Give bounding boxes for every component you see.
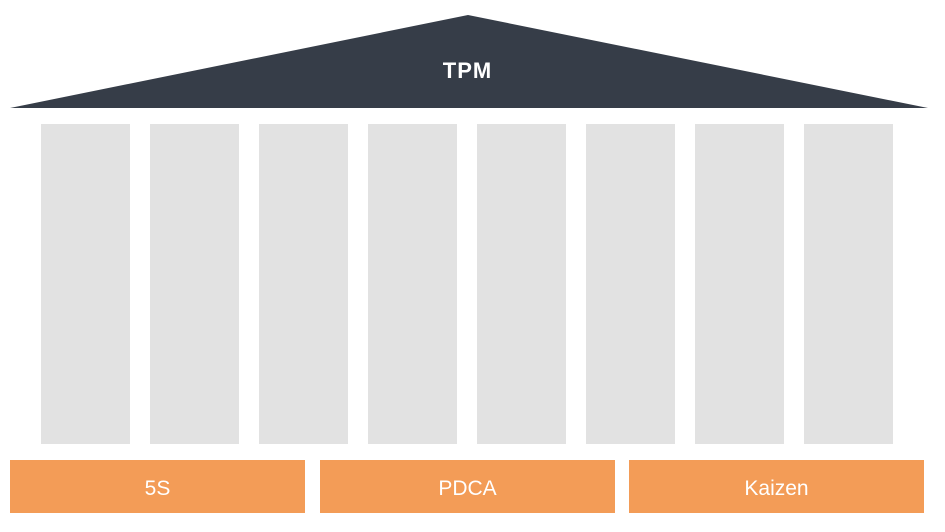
roof-triangle <box>10 15 928 108</box>
foundation: 5S PDCA Kaizen <box>10 460 925 513</box>
pillar <box>368 124 457 444</box>
pillar <box>586 124 675 444</box>
roof-label: TPM <box>442 58 493 83</box>
pillar <box>259 124 348 444</box>
pillars <box>41 124 894 444</box>
foundation-block-pdca: PDCA <box>320 460 615 513</box>
pillar <box>695 124 784 444</box>
foundation-block-5s: 5S <box>10 460 305 513</box>
roof <box>10 15 928 108</box>
pillar <box>150 124 239 444</box>
pillar <box>41 124 130 444</box>
pillar <box>804 124 893 444</box>
foundation-block-kaizen: Kaizen <box>629 460 924 513</box>
pillar <box>477 124 566 444</box>
